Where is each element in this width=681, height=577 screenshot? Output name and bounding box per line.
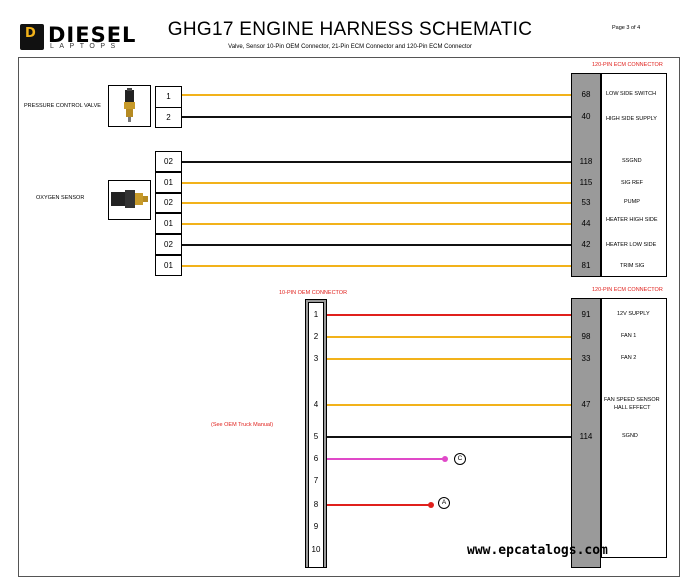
watermark-url: www.epcatalogs.com: [467, 543, 608, 558]
ecm-pin-label: 44: [581, 219, 591, 228]
ecm-pin-label: 81: [581, 261, 591, 270]
ecm-pin-label: 33: [581, 354, 591, 363]
pressure-control-valve-label: PRESSURE CONTROL VALVE: [24, 103, 101, 109]
ecm-pin-label: 47: [581, 400, 591, 409]
oxygen-pin-label: 02: [164, 240, 173, 249]
oxygen-pin-label: 02: [164, 157, 173, 166]
oem-pin-label: 5: [313, 432, 319, 441]
signal-label: SIG REF: [621, 180, 644, 186]
oxygen-pin-label: 02: [164, 198, 173, 207]
wire-oxygen-to-ecm53: [182, 202, 571, 204]
oem-pin-label: 9: [313, 522, 319, 531]
wire-oem8-to-splice-a: [327, 504, 431, 506]
pcv-pin-label: 1: [166, 92, 171, 101]
wire-oxygen-to-ecm44: [182, 223, 571, 225]
splice-ref-a: A: [438, 497, 450, 509]
ecm-pin-label: 53: [581, 198, 591, 207]
oxygen-pin-label: 01: [164, 219, 173, 228]
oem-pin-label: 8: [313, 500, 319, 509]
wire-oxygen-to-ecm118: [182, 161, 571, 163]
top-ecm-connector-title: 120-PIN ECM CONNECTOR: [592, 62, 663, 68]
ecm-pin-label: 68: [581, 90, 591, 99]
oem-pin-label: 1: [313, 310, 319, 319]
ecm-pin-label: 40: [581, 112, 591, 121]
oxygen-sensor-label: OXYGEN SENSOR: [36, 195, 85, 201]
signal-label: SSGND: [622, 158, 642, 164]
oxygen-pin-label: 01: [164, 261, 173, 270]
bottom-ecm-connector-title: 120-PIN ECM CONNECTOR: [592, 287, 663, 293]
signal-label: PUMP: [624, 199, 640, 205]
logo-word: DIESEL: [48, 23, 137, 47]
signal-label: HEATER LOW SIDE: [606, 242, 657, 248]
signal-label: 12V SUPPLY: [617, 311, 650, 317]
logo-mark: D: [20, 24, 44, 50]
bottom-ecm-connector-signal-column: [601, 298, 667, 558]
oem-pin-label: 4: [313, 400, 319, 409]
oem-pin-label: 10: [311, 545, 321, 554]
signal-label: LOW SIDE SWITCH: [606, 91, 657, 97]
signal-label: TRIM SIG: [620, 263, 645, 269]
splice-ref-c: C: [454, 453, 466, 465]
pcv-connector-pin-cell: [155, 107, 182, 128]
wire-oem2-to-ecm98: [327, 336, 571, 338]
ecm-pin-label: 115: [579, 178, 593, 187]
splice-dot: [442, 456, 448, 462]
wire-pcv-pin1-to-ecm68: [182, 94, 571, 96]
signal-label: HEATER HIGH SIDE: [606, 217, 658, 223]
top-ecm-connector-signal-column: [601, 73, 667, 277]
wire-oxygen-to-ecm42: [182, 244, 571, 246]
signal-label: SGND: [622, 433, 638, 439]
wire-oem3-to-ecm33: [327, 358, 571, 360]
signal-label: FAN 1: [621, 333, 637, 339]
oxygen-connector-pin-cell: [155, 172, 182, 193]
wire-oem1-to-ecm91: [327, 314, 571, 316]
ecm-pin-label: 118: [579, 157, 593, 166]
oxygen-connector-pin-cell: [155, 151, 182, 172]
oem-pin-label: 2: [313, 332, 319, 341]
oxygen-connector-pin-cell: [155, 234, 182, 255]
wire-oxygen-to-ecm115: [182, 182, 571, 184]
wire-oem4-to-ecm47: [327, 404, 571, 406]
pcv-pin-label: 2: [166, 113, 171, 122]
oxygen-connector-pin-cell: [155, 193, 182, 213]
oem-pin-label: 6: [313, 454, 319, 463]
pressure-control-valve-icon: [108, 85, 151, 127]
signal-label: HIGH SIDE SUPPLY: [606, 116, 657, 122]
wire-oem5-to-ecm114: [327, 436, 571, 438]
top-ecm-connector-pin-column: [571, 73, 601, 277]
ecm-pin-label: 114: [579, 432, 593, 441]
splice-dot: [428, 502, 434, 508]
diesel-laptops-logo: D DIESEL LAPTOPS: [20, 22, 135, 52]
oxygen-connector-pin-cell: [155, 255, 182, 276]
oem-truck-manual-note: (See OEM Truck Manual): [211, 422, 274, 428]
signal-label: FAN SPEED SENSOR: [604, 397, 660, 403]
oem-pin-label: 7: [313, 476, 319, 485]
wire-oem6-to-splice-c: [327, 458, 445, 460]
ecm-pin-label: 98: [581, 332, 591, 341]
page-subtitle: Valve, Sensor 10-Pin OEM Connector, 21-P…: [228, 44, 472, 50]
oxygen-pin-label: 01: [164, 178, 173, 187]
oem-pin-label: 3: [313, 354, 319, 363]
ecm-pin-label: 42: [581, 240, 591, 249]
oxygen-sensor-icon: [108, 180, 151, 220]
wire-pcv-pin2-to-ecm40: [182, 116, 571, 118]
signal-label: FAN 2: [621, 355, 637, 361]
logo-subtext: LAPTOPS: [50, 43, 121, 50]
oxygen-connector-pin-cell: [155, 213, 182, 234]
ecm-pin-label: 91: [581, 310, 591, 319]
page-title: GHG17 ENGINE HARNESS SCHEMATIC: [167, 19, 533, 40]
oem-connector-title: 10-PIN OEM CONNECTOR: [279, 290, 348, 296]
signal-label: HALL EFFECT: [614, 405, 651, 411]
wire-oxygen-to-ecm81: [182, 265, 571, 267]
page-number: Page 3 of 4: [612, 25, 641, 31]
